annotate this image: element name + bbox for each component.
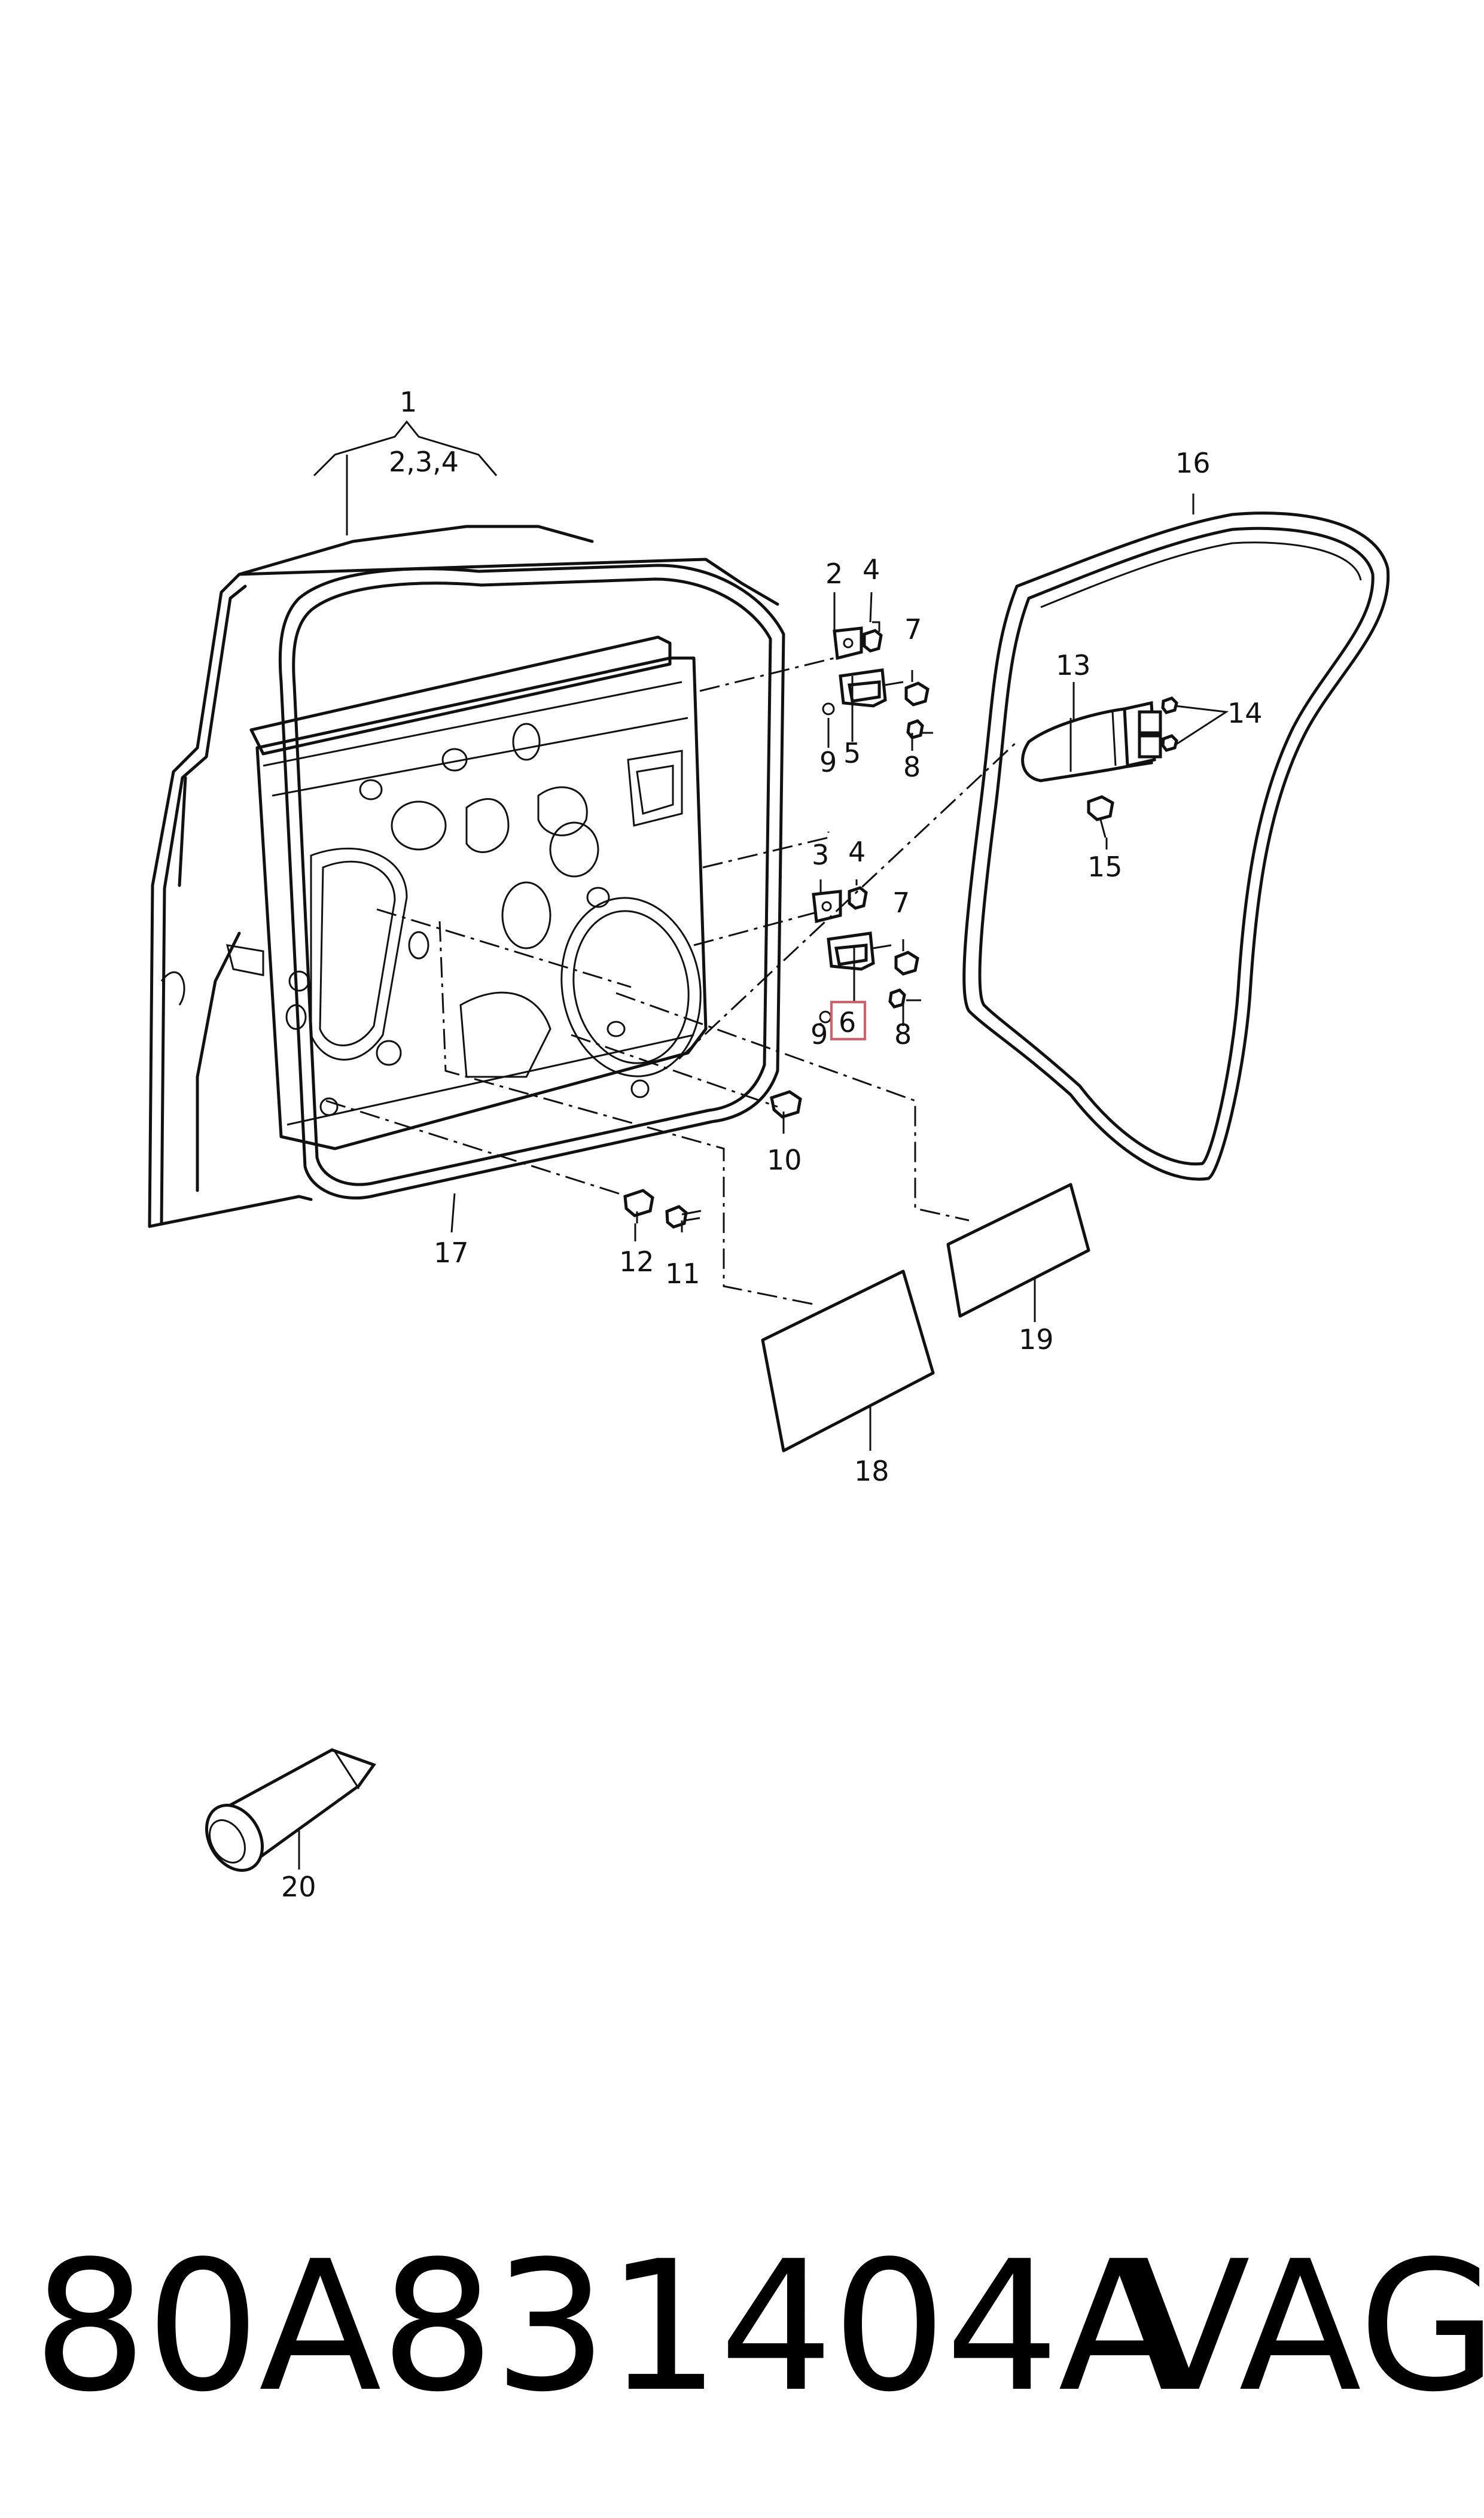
callout-17: 17 — [434, 1237, 469, 1269]
callout-18: 18 — [854, 1455, 889, 1487]
callout-19: 19 — [1019, 1323, 1054, 1356]
callout-7a: 7 — [904, 613, 922, 646]
callout-2: 2 — [825, 558, 843, 590]
window-seal — [962, 511, 1390, 1181]
callout-4a: 4 — [863, 553, 880, 586]
exploded-parts-diagram: 1 2,3,4 2 4 7 9 5 8 3 4 7 9 6 8 10 12 11… — [148, 386, 1390, 1903]
callout-14: 14 — [1227, 697, 1263, 729]
callout-6-highlight — [830, 1001, 866, 1040]
callout-12: 12 — [619, 1246, 654, 1278]
door-check-strap — [1021, 701, 1162, 783]
sealant-tube — [205, 1748, 376, 1872]
callout-8b: 8 — [894, 1018, 912, 1051]
bolt-11 — [665, 1205, 702, 1229]
callout-11: 11 — [665, 1258, 700, 1290]
callout-7b: 7 — [892, 887, 910, 919]
assembly-lines — [325, 657, 1018, 1305]
callout-1-sub: 2,3,4 — [389, 446, 459, 478]
callout-16: 16 — [1175, 447, 1211, 479]
callout-3: 3 — [812, 839, 829, 871]
callout-5: 5 — [843, 737, 861, 769]
callout-leaders — [298, 420, 1229, 1870]
sealing-patch-18 — [761, 1269, 935, 1453]
callout-15: 15 — [1087, 851, 1123, 883]
callout-10: 10 — [767, 1144, 802, 1176]
callout-13: 13 — [1056, 649, 1091, 681]
callout-labels: 1 2,3,4 2 4 7 9 5 8 3 4 7 9 6 8 10 12 11… — [281, 386, 1263, 1903]
callout-9b: 9 — [810, 1018, 828, 1051]
brand-name: VAG — [1128, 2222, 1484, 2431]
callout-20: 20 — [281, 1871, 316, 1903]
check-strap-bolts — [1161, 696, 1178, 752]
callout-1: 1 — [400, 386, 417, 418]
plug-10 — [770, 1090, 802, 1125]
callout-6: 6 — [839, 1006, 856, 1039]
sealing-patch-19 — [946, 1183, 1090, 1318]
plug-12 — [623, 1189, 654, 1223]
callout-9a: 9 — [819, 746, 837, 778]
door-seal — [278, 564, 785, 1200]
check-strap-screw — [1087, 795, 1114, 838]
part-number: 80A831404A — [33, 2222, 1181, 2431]
callout-4b: 4 — [848, 836, 866, 868]
lower-hinge-bracket — [812, 886, 921, 1024]
door-shell — [148, 525, 779, 1228]
callout-8a: 8 — [903, 751, 921, 783]
